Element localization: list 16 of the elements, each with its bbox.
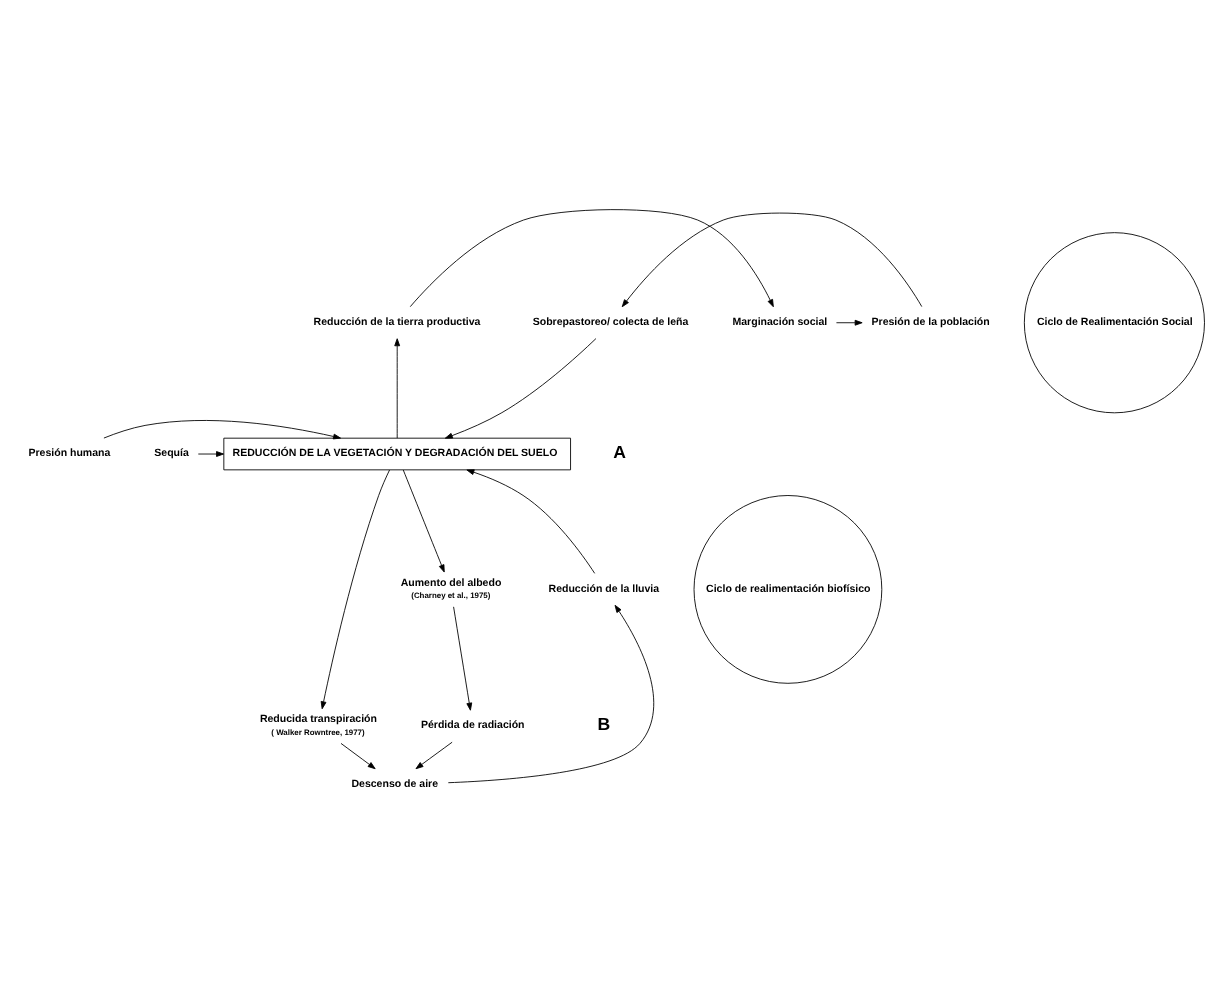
label: B [597,712,611,733]
arrow [320,468,390,709]
arrow [447,603,655,783]
arrow [621,211,923,307]
arrow [453,605,473,710]
arrow [103,419,341,439]
arrow [197,450,224,456]
arrow [402,468,445,572]
arrow [836,318,863,325]
arrow [409,208,774,307]
arrow [415,740,453,769]
label: A [613,440,626,461]
arrow [444,337,597,438]
arrow [466,468,596,573]
arrow [340,741,376,769]
arrow [394,337,401,438]
